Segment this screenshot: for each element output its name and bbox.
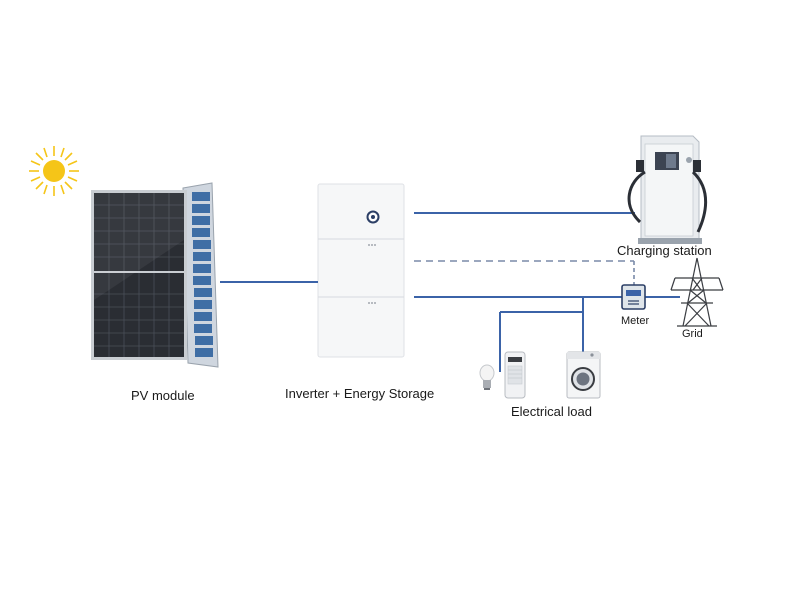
grid-tower-icon <box>670 257 724 327</box>
electrical-load-label: Electrical load <box>511 404 592 419</box>
air-cooler-icon <box>504 351 526 399</box>
pv-module-label: PV module <box>131 388 195 403</box>
charging-station-label: Charging station <box>617 243 712 258</box>
connection-lines <box>220 212 680 372</box>
meter-label: Meter <box>621 315 650 327</box>
charging-station-icon <box>627 135 708 244</box>
washing-machine-icon <box>566 351 601 399</box>
sun-icon <box>29 146 79 196</box>
inverter-storage-icon <box>317 183 405 358</box>
meter-icon <box>621 284 646 310</box>
light-bulb-icon <box>479 364 495 390</box>
pv-module-icon <box>91 182 219 368</box>
grid-label: Grid <box>682 328 703 340</box>
inverter-storage-label: Inverter + Energy Storage <box>285 386 435 401</box>
